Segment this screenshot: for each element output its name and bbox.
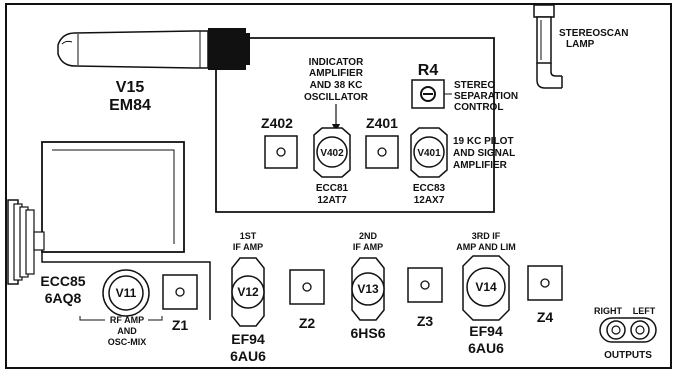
stereoscan-label-2: LAMP: [566, 39, 595, 50]
v15-tube: [57, 28, 250, 70]
v13-socket: [351, 257, 385, 321]
v12-socket: [231, 257, 265, 327]
output-left-label: LEFT: [633, 306, 656, 316]
r4-name: R4: [418, 62, 439, 79]
stereoscan-label-1: STEREOSCAN: [559, 28, 628, 39]
v402-type-2: 12AT7: [317, 195, 347, 206]
pilot-note-1: 19 KC PILOT: [453, 136, 514, 147]
v14-type-2: 6AU6: [468, 340, 504, 356]
v13-type-1: 6HS6: [350, 325, 385, 341]
v15-type: EM84: [109, 97, 151, 114]
tuning-drum: [7, 199, 45, 285]
r4-desc-1: STEREO: [454, 80, 495, 91]
v402-name: V402: [320, 148, 344, 159]
if1-label-2: IF AMP: [233, 242, 263, 252]
z1-label: Z1: [172, 317, 189, 333]
tuner-can: [41, 141, 185, 253]
z2-label: Z2: [299, 315, 316, 331]
output-right-label: RIGHT: [594, 306, 623, 316]
v14-type-1: EF94: [469, 323, 503, 339]
pilot-note-3: AMPLIFIER: [453, 160, 508, 171]
if3-label-2: AMP AND LIM: [456, 242, 516, 252]
indicator-note-4: OSCILLATOR: [304, 92, 369, 103]
stereoscan-lamp: [533, 4, 563, 89]
z3-can: [407, 267, 443, 303]
v11-type-1: ECC85: [40, 273, 85, 289]
z401-label: Z401: [366, 115, 398, 131]
outputs-label: OUTPUTS: [604, 350, 652, 361]
if1-label-1: 1ST: [240, 231, 257, 241]
if2-label-1: 2ND: [359, 231, 378, 241]
v401-type-2: 12AX7: [414, 195, 445, 206]
v15-name: V15: [116, 79, 145, 96]
v12-type-2: 6AU6: [230, 348, 266, 364]
v402-type-1: ECC81: [316, 183, 349, 194]
rf-label-2: AND: [117, 326, 137, 336]
v14-socket: [462, 255, 510, 321]
v401-type-1: ECC83: [413, 183, 446, 194]
v13-name: V13: [357, 282, 379, 296]
v11-type-2: 6AQ8: [45, 290, 82, 306]
indicator-note-1: INDICATOR: [309, 57, 364, 68]
rf-frame: [41, 252, 211, 320]
v401-socket: [410, 127, 448, 178]
v401-name: V401: [417, 148, 441, 159]
v12-type-1: EF94: [231, 331, 265, 347]
if3-label-1: 3RD IF: [472, 231, 501, 241]
if2-label-2: IF AMP: [353, 242, 383, 252]
rf-label-3: OSC-MIX: [108, 337, 147, 347]
z402-label: Z402: [261, 115, 293, 131]
indicator-note-3: AND 38 KC: [310, 80, 363, 91]
r4-desc-3: CONTROL: [454, 102, 503, 113]
v12-name: V12: [237, 285, 259, 299]
pilot-note-2: AND SIGNAL: [453, 148, 515, 159]
v402-socket: [313, 127, 351, 178]
v14-name: V14: [475, 280, 497, 294]
rf-label-1: RF AMP: [110, 315, 144, 325]
v11-name: V11: [116, 286, 137, 300]
indicator-note-2: AMPLIFIER: [309, 68, 364, 79]
z4-label: Z4: [537, 309, 554, 325]
z3-label: Z3: [417, 313, 434, 329]
multiplex-subchassis: [215, 37, 495, 213]
r4-desc-2: SEPARATION: [454, 91, 518, 102]
